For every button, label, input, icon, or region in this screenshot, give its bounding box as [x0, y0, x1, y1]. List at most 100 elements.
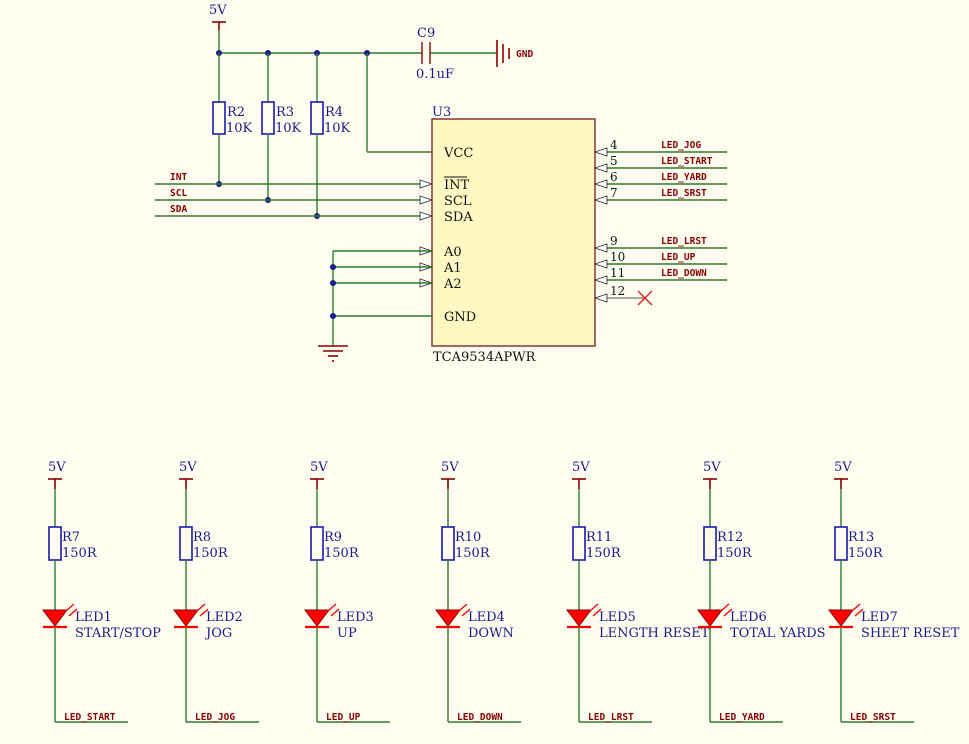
ic-pin-number: 9	[610, 234, 618, 248]
pullup-value: 10K	[324, 121, 351, 136]
pullup-ref: R2	[227, 105, 245, 120]
led-resistor-value: 150R	[193, 546, 229, 561]
u3-ref: U3	[432, 105, 451, 120]
led-ref: LED2	[206, 610, 243, 625]
led-net-label: LED_DOWN	[457, 712, 503, 723]
address-ground-wiring	[318, 250, 432, 362]
bus-net-label: INT	[170, 172, 187, 183]
led-function-label: DOWN	[468, 626, 514, 641]
led-function-label: START/STOP	[75, 626, 161, 641]
ic-output-net-label: LED_START	[661, 156, 713, 167]
led-net-label: LED_JOG	[195, 712, 235, 723]
led-resistor	[48, 526, 62, 561]
led-ref: LED7	[861, 610, 898, 625]
led-resistor-ref: R10	[455, 530, 481, 545]
led-supply-label: 5V	[834, 460, 852, 475]
led-supply-label: 5V	[441, 460, 459, 475]
ic-output-net-label: LED_SRST	[661, 188, 707, 199]
led-net-label: LED_UP	[326, 712, 361, 723]
vcc-rail	[216, 30, 432, 153]
led-resistor-value: 150R	[717, 546, 753, 561]
led-ref: LED5	[599, 610, 636, 625]
c9-value: 0.1uF	[416, 67, 454, 82]
led-symbol	[566, 609, 592, 627]
bus-net-int: INT	[155, 172, 434, 189]
led-symbol	[697, 609, 723, 627]
led-supply-label: 5V	[703, 460, 721, 475]
led-resistor-value: 150R	[62, 546, 98, 561]
ic-right-pin-12: 12	[593, 284, 653, 306]
ic-pin-number: 11	[610, 266, 625, 280]
led-net-label: LED_START	[64, 712, 116, 723]
led-resistor-ref: R12	[717, 530, 743, 545]
ic-pin-a2: A2	[443, 277, 462, 292]
ic-output-net-label: LED_YARD	[661, 172, 707, 183]
led-resistor	[572, 526, 586, 561]
ic-pin-number: 4	[610, 138, 618, 152]
led-supply-label: 5V	[310, 460, 328, 475]
led-resistor	[310, 526, 324, 561]
led-resistor	[179, 526, 193, 561]
capacitor-c9: C9 0.1uF	[416, 26, 497, 82]
ic-pin-number: 12	[610, 284, 625, 298]
led-symbol	[42, 609, 68, 627]
ic-pin-number: 7	[610, 186, 618, 200]
bus-net-label: SCL	[170, 188, 187, 199]
led-resistor	[441, 526, 455, 561]
ic-output-net-label: LED_JOG	[661, 140, 701, 151]
led-resistor-ref: R7	[62, 530, 80, 545]
c9-ref: C9	[417, 26, 435, 41]
led-net-label: LED_YARD	[719, 712, 765, 723]
led-supply-label: 5V	[48, 460, 66, 475]
pullup-value: 10K	[226, 121, 253, 136]
no-connect-marker	[637, 290, 653, 306]
u3-part-number: TCA9534APWR	[433, 350, 537, 365]
led-resistor-value: 150R	[455, 546, 491, 561]
led-resistor-ref: R9	[324, 530, 342, 545]
led-supply-label: 5V	[179, 460, 197, 475]
led-ref: LED1	[75, 610, 112, 625]
led-net-label: LED_SRST	[850, 712, 896, 723]
i2c-bus-lines: INT SCL SDA	[155, 172, 434, 221]
led-ref: LED6	[730, 610, 767, 625]
ic-output-net-label: LED_UP	[661, 252, 696, 263]
led-resistor-value: 150R	[324, 546, 360, 561]
ic-pin-scl: SCL	[444, 194, 472, 209]
led-net-label: LED_LRST	[588, 712, 634, 723]
bus-net-label: SDA	[170, 204, 187, 215]
ic-right-pin-7: 7 LED_SRST	[593, 186, 727, 205]
led-function-label: LENGTH RESET	[599, 626, 710, 641]
bus-net-scl: SCL	[155, 188, 434, 205]
ic-pin-vcc: VCC	[443, 146, 473, 161]
top-gnd-label: GND	[516, 49, 533, 60]
led-resistor-ref: R8	[193, 530, 211, 545]
led-resistor-value: 150R	[586, 546, 622, 561]
top-5v-supply: 5V	[209, 3, 227, 30]
ic-pin-gnd: GND	[444, 310, 476, 325]
ic-pin-a0: A0	[443, 245, 462, 260]
led-function-label: TOTAL YARDS	[730, 626, 826, 641]
ic-pin-sda: SDA	[444, 210, 473, 225]
led-symbol	[173, 609, 199, 627]
ic-right-pin-4: 4 LED_JOG	[593, 138, 727, 157]
u3-body	[431, 118, 596, 347]
led-supply-label: 5V	[572, 460, 590, 475]
led-resistor-ref: R11	[586, 530, 612, 545]
